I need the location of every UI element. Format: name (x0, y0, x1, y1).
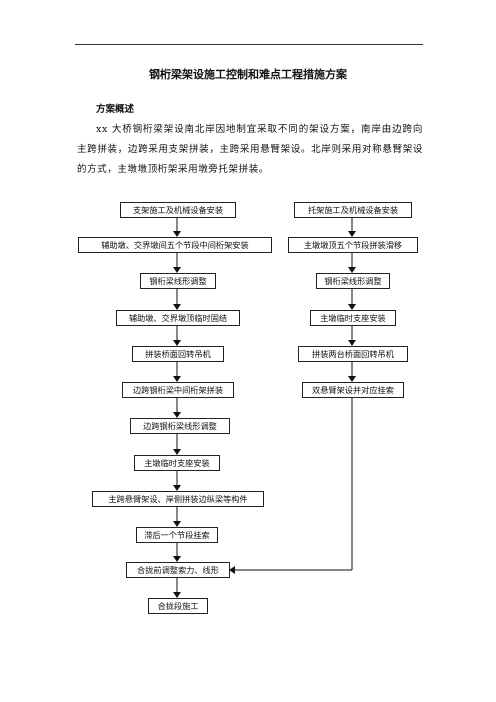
flow-step-left-12: 合拢段施工 (148, 598, 208, 614)
flow-step-right-1: 托架施工及机械设备安装 (294, 202, 412, 218)
flow-step-left-1: 支架施工及机械设备安装 (120, 202, 236, 218)
flow-step-right-6: 双悬臂架设并对应挂索 (302, 382, 404, 398)
flow-step-right-4: 主墩临时支座安装 (310, 310, 396, 326)
flow-step-right-5: 拼装两台桥面回转吊机 (298, 346, 408, 362)
flow-step-left-4: 辅助墩、交界墩顶临时固结 (116, 310, 240, 326)
overview-paragraph: xx 大桥钢桁梁架设南北岸因地制宜采取不同的架设方案，南岸由边跨向主跨拼装，边跨… (77, 124, 423, 175)
flow-step-left-11: 合拢前调整索力、线形 (126, 562, 230, 578)
flow-step-left-8: 主墩临时支座安装 (134, 455, 220, 471)
flow-step-right-2: 主墩墩顶五个节段拼装滑移 (288, 237, 418, 253)
header-rule (75, 44, 423, 45)
section-heading: 方案概述 (96, 104, 135, 115)
flow-step-right-3: 钢桁梁线形调整 (316, 273, 390, 289)
flow-step-left-5: 拼装桥面回转吊机 (132, 346, 224, 362)
flow-step-left-7: 边跨钢桁梁线形调整 (130, 418, 230, 434)
document-title: 钢桁梁架设施工控制和难点工程措施方案 (149, 68, 347, 81)
flow-step-left-3: 钢桁梁线形调整 (140, 273, 216, 289)
flow-step-left-6: 边跨钢桁梁中间桁架拼装 (122, 382, 234, 398)
flow-step-left-10: 滞后一个节段挂索 (136, 527, 218, 543)
flow-step-left-9: 主跨悬臂架设、岸侧拼装边纵梁等构件 (92, 491, 264, 507)
flow-step-left-2: 辅助墩、交界墩间五个节段中间桁架安装 (78, 237, 272, 253)
